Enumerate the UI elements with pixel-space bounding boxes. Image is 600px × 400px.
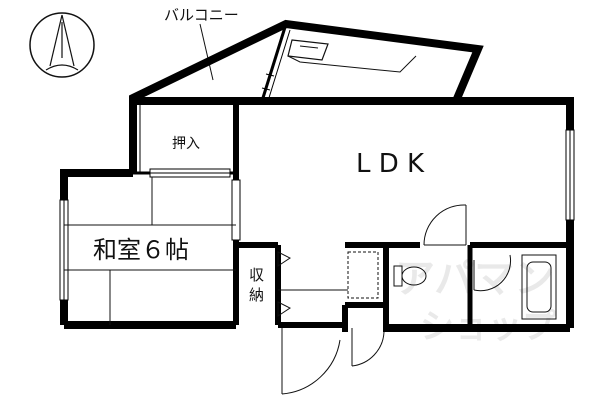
windows xyxy=(59,129,575,301)
toilet-icon xyxy=(393,265,427,287)
washitsu-label: 和室６帖 xyxy=(93,236,189,264)
balcony-label: バルコニー xyxy=(164,6,239,24)
watermark-logo: アパマン ショップ xyxy=(395,256,556,347)
outdoor-unit xyxy=(287,39,417,73)
kitchen-counter xyxy=(278,251,379,299)
storage-doors xyxy=(277,251,291,317)
shuno-label-2: 納 xyxy=(249,286,264,304)
shuno-label-1: 収 xyxy=(249,266,264,284)
ldk-label: L D K xyxy=(356,149,425,179)
bathtub-icon xyxy=(521,254,557,320)
door-swing-icon xyxy=(281,204,512,395)
tatami-lines xyxy=(64,177,236,325)
north-arrow-icon xyxy=(29,12,95,78)
watermark-line-1: アパマン xyxy=(395,256,554,302)
balcony-leader-line xyxy=(199,23,214,81)
oshiire-label: 押入 xyxy=(172,136,200,152)
